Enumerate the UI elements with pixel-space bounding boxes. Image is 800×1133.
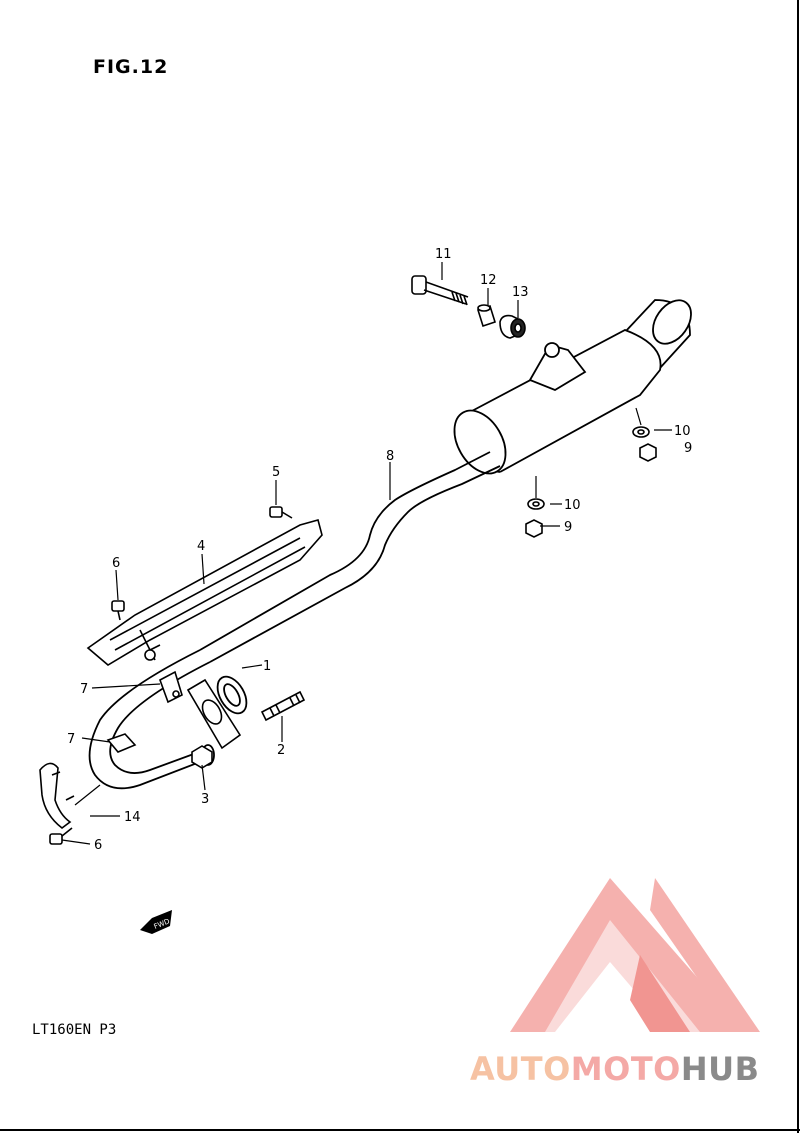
- part-13-grommet: [499, 314, 526, 339]
- fwd-arrow-icon: FWD: [140, 910, 172, 934]
- callout-7-upper: 7: [80, 682, 88, 697]
- callout-6-upper: 6: [112, 556, 120, 571]
- callout-3: 3: [201, 792, 209, 807]
- callout-numbers: 11 12 13 8 5 4 6 7 7 1 2 3 14 6 10 9 10 …: [67, 247, 692, 853]
- callout-5: 5: [272, 465, 280, 480]
- callout-9-right: 9: [684, 441, 692, 456]
- callout-4: 4: [197, 539, 205, 554]
- callout-7-lower: 7: [67, 732, 75, 747]
- callout-10-left: 10: [564, 498, 581, 513]
- part-9-nut-left: [525, 519, 543, 538]
- watermark-moto: MOTO: [570, 1050, 681, 1088]
- part-10-washer-left: [527, 498, 545, 510]
- exhaust-flange: [186, 678, 242, 750]
- callout-10-right: 10: [674, 424, 691, 439]
- callout-14: 14: [124, 810, 141, 825]
- part-6-bolt-lower: [49, 827, 73, 845]
- watermark-auto: AUTO: [470, 1050, 571, 1088]
- part-11-bolt: [411, 275, 469, 306]
- part-5-bolt: [269, 506, 293, 519]
- callout-2: 2: [277, 743, 285, 758]
- callout-9-left: 9: [564, 520, 572, 535]
- model-code: LT160EN P3: [32, 1022, 117, 1038]
- part-2-stud: [260, 690, 306, 722]
- callout-8: 8: [386, 449, 394, 464]
- watermark-text: AUTOMOTOHUB: [470, 1050, 760, 1088]
- part-14-protector: [39, 762, 75, 830]
- callout-13: 13: [512, 285, 529, 300]
- callout-6-lower: 6: [94, 838, 102, 853]
- callout-1: 1: [263, 659, 271, 674]
- part-1-gasket: [216, 675, 248, 715]
- part-7-clamp-lower: [106, 733, 137, 753]
- part-7-clamp-upper: [159, 670, 183, 704]
- leader-lines: [61, 262, 672, 845]
- part-12-collar: [477, 304, 496, 328]
- watermark-hub: HUB: [680, 1050, 760, 1088]
- figure-title: FIG.12: [93, 56, 169, 78]
- callout-11: 11: [435, 247, 452, 262]
- watermark-logo: [510, 878, 760, 1032]
- callout-12: 12: [480, 273, 497, 288]
- part-9-nut-right: [639, 443, 657, 462]
- part-10-washer-right: [632, 426, 650, 438]
- part-3-nut: [191, 745, 213, 769]
- page-border-bottom: [0, 1129, 800, 1131]
- page-border-right: [797, 0, 799, 1133]
- part-8-muffler: [88, 299, 692, 790]
- part-6-bolt-upper: [111, 600, 125, 621]
- part-4-heat-shield: [86, 519, 323, 666]
